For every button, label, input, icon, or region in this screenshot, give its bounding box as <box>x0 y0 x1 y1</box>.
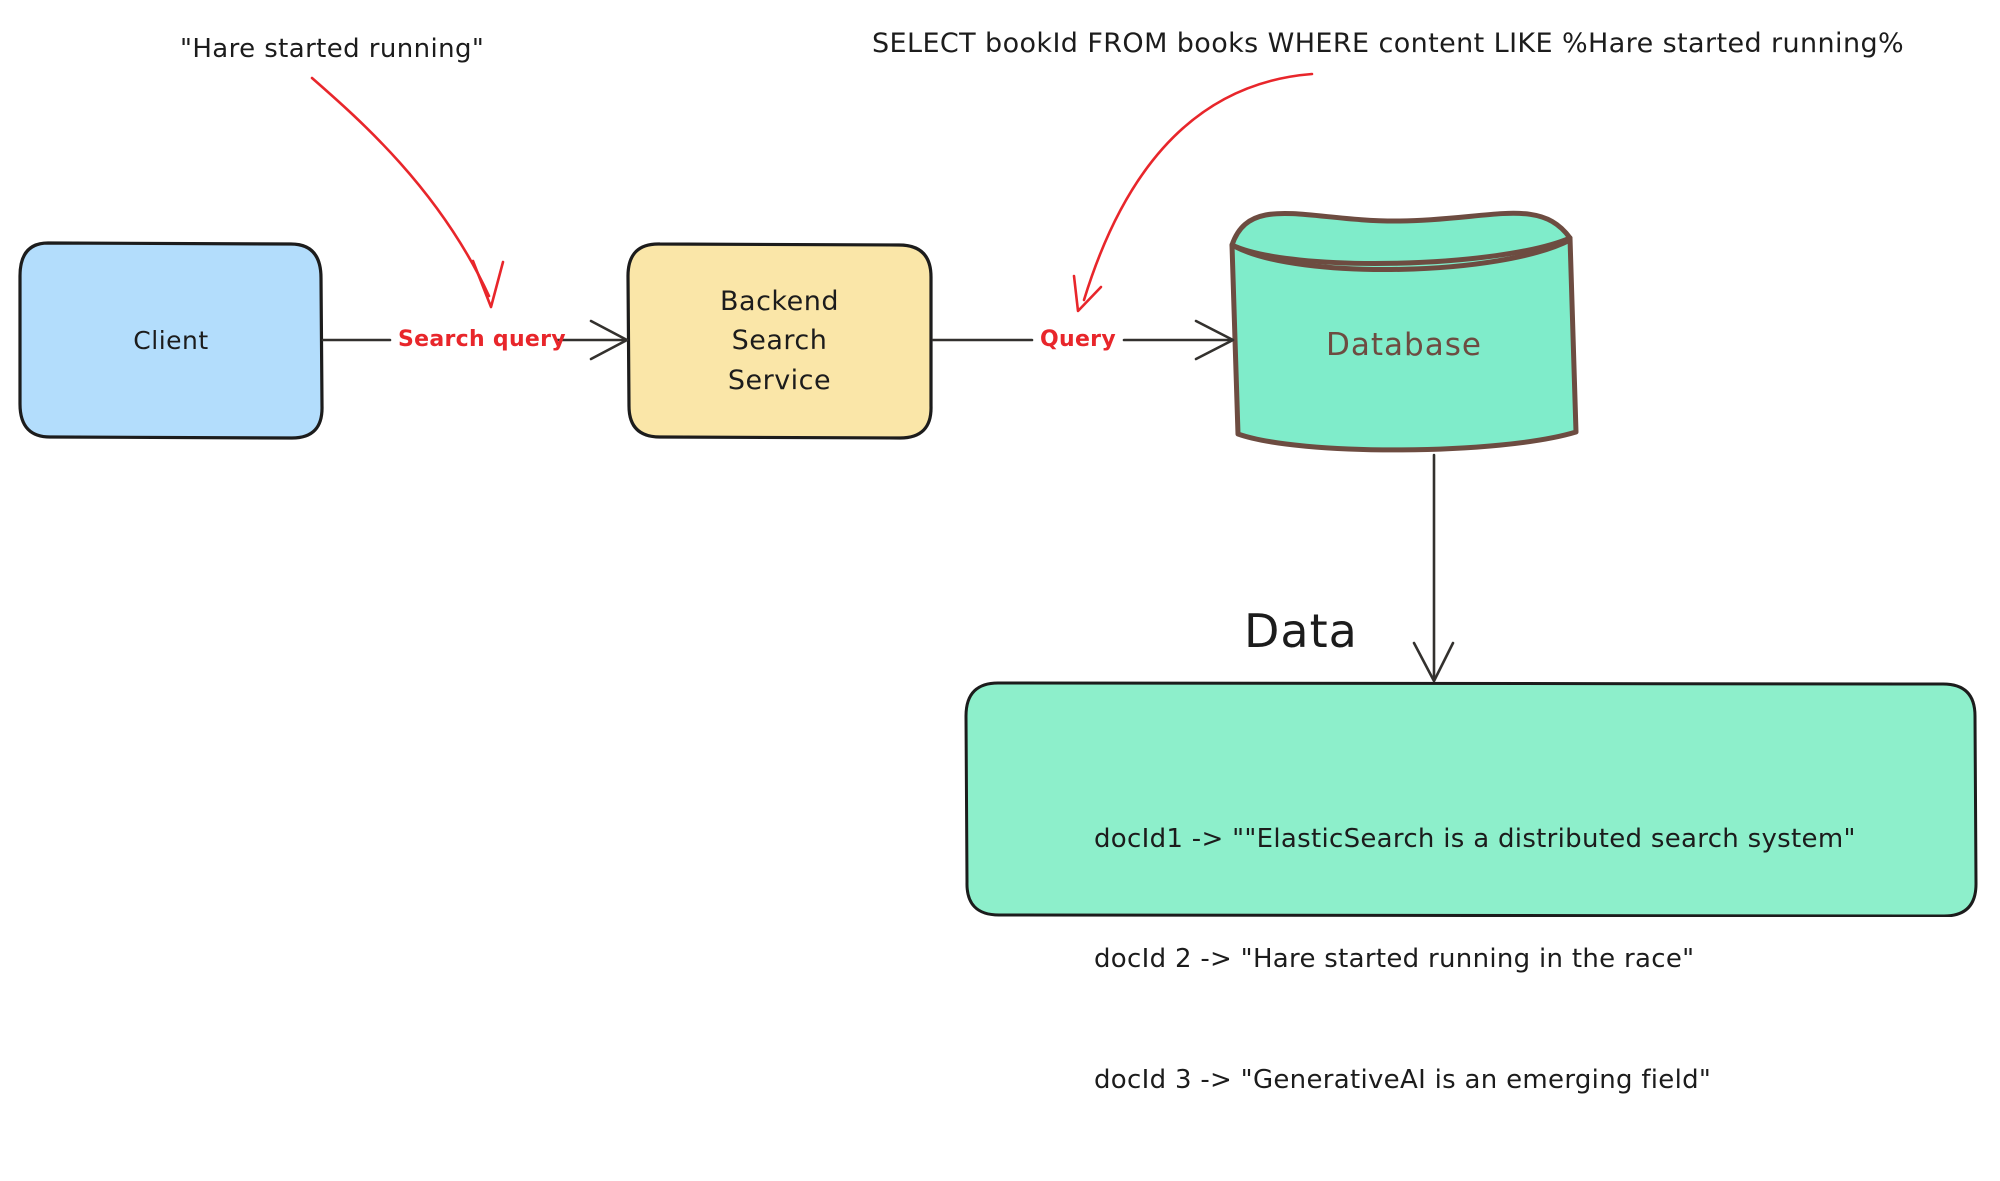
edge-label-data: Data <box>1244 604 1358 658</box>
backend-label-line-2: Search <box>731 325 828 357</box>
result-line-3: docId 3 -> "GenerativeAI is an emerging … <box>1094 1065 1712 1096</box>
callout-arrow-query <box>1082 72 1314 302</box>
edge-label-query: Query <box>1040 327 1116 352</box>
result-line-2: docId 2 -> "Hare started running in the … <box>1094 944 1695 975</box>
backend-node-label: Backend Search Service <box>628 244 931 438</box>
diagram-canvas: "Hare started running" SELECT bookId FRO… <box>18 28 1978 1095</box>
database-rim-line <box>1233 237 1573 273</box>
arrowhead-to-database <box>1194 319 1235 361</box>
arrowhead-to-result <box>1412 641 1455 683</box>
arrowhead-to-backend <box>589 319 629 361</box>
callout-arrow-search-query <box>310 76 491 298</box>
caption-client-query: "Hare started running" <box>180 34 485 64</box>
edge-label-search-query: Search query <box>398 327 566 352</box>
database-node-label: Database <box>1326 327 1482 363</box>
callout-arrowhead-query <box>1072 274 1103 313</box>
backend-label-line-1: Backend <box>720 286 839 318</box>
backend-label-line-3: Service <box>727 364 832 396</box>
caption-sql-query: SELECT bookId FROM books WHERE content L… <box>872 28 1905 59</box>
callout-arrowhead-search-query <box>471 259 505 309</box>
client-node-label: Client <box>133 326 209 355</box>
database-top-cap <box>1229 210 1573 266</box>
result-line-1: docId1 -> ""ElasticSearch is a distribut… <box>1094 823 1856 854</box>
result-node-lines: docId1 -> ""ElasticSearch is a distribut… <box>1094 738 1856 1181</box>
